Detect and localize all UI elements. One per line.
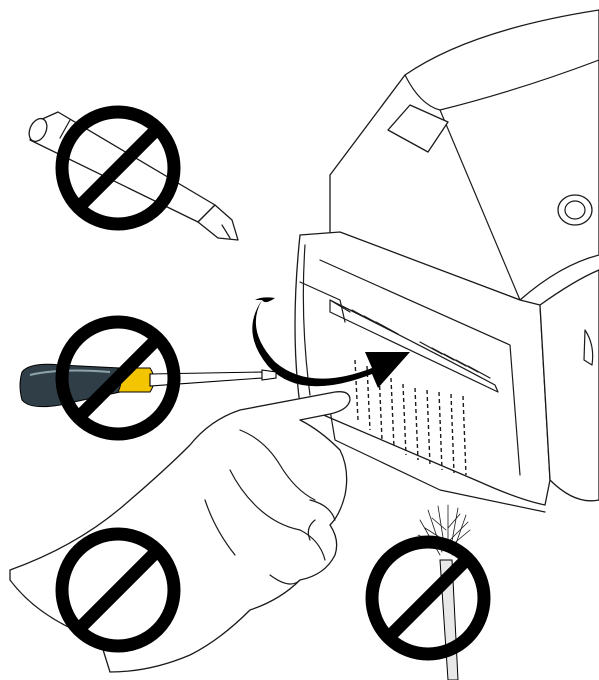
prohibition-sign-pen	[62, 112, 174, 224]
prohibition-sign-brush	[372, 542, 484, 654]
pointing-hand-illustration	[10, 392, 350, 672]
printer-illustration	[295, 10, 599, 512]
